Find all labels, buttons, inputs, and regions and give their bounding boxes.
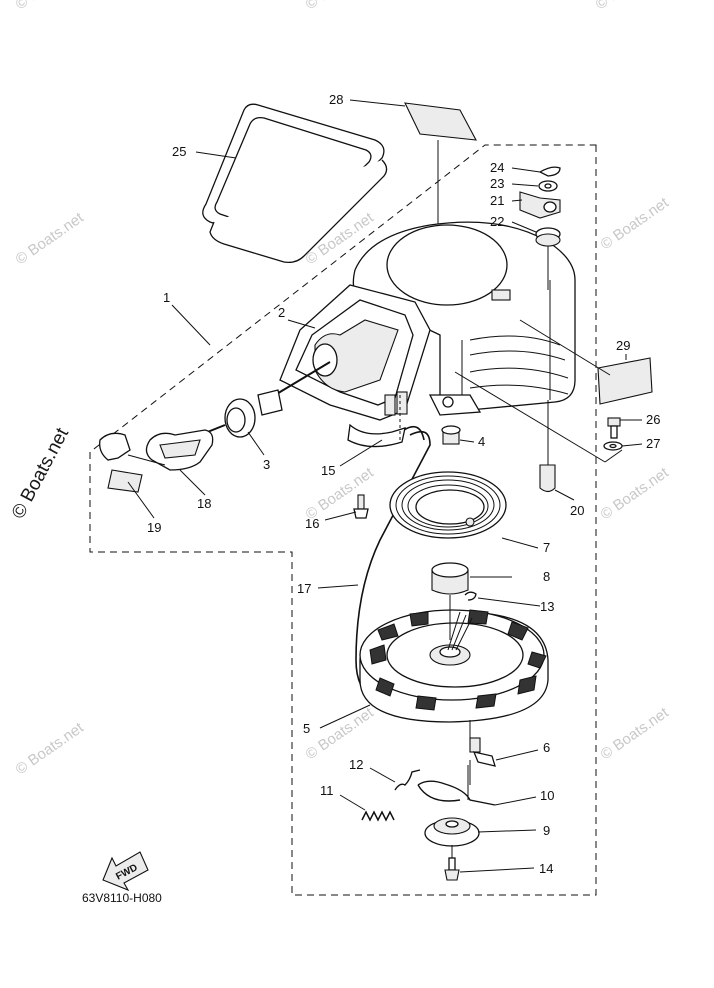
watermark: © Boats.net <box>303 0 378 13</box>
diagram-code: 63V8110-H080 <box>82 891 162 905</box>
part-2-handle-guide <box>279 284 431 421</box>
part-10-drive-spring <box>417 780 496 806</box>
assembly-boundary <box>89 144 597 896</box>
part-14-bolt <box>444 857 460 881</box>
callout-24[interactable]: 24 <box>490 160 504 175</box>
part-29-decal <box>597 357 653 405</box>
callout-13[interactable]: 13 <box>540 599 554 614</box>
watermark: © Boats.net <box>303 704 378 763</box>
part-25-seal <box>202 103 388 264</box>
watermark: © Boats.net <box>598 194 673 253</box>
part-12-pawl-spring <box>394 769 421 791</box>
part-24-cotter-pin <box>538 166 561 177</box>
watermark: © Boats.net <box>13 209 88 268</box>
callout-5[interactable]: 5 <box>303 721 310 736</box>
part-26-bolt <box>607 417 621 439</box>
starter-housing <box>352 221 576 416</box>
watermark: © Boats.net <box>593 0 668 13</box>
callout-2[interactable]: 2 <box>278 305 285 320</box>
callout-16[interactable]: 16 <box>305 516 319 531</box>
watermark: © Boats.net <box>598 464 673 523</box>
part-20-latch <box>539 400 556 493</box>
callout-29[interactable]: 29 <box>616 338 630 353</box>
part-7-spring <box>389 471 507 539</box>
callout-27[interactable]: 27 <box>646 436 660 451</box>
part-19-handle-clip <box>99 432 166 493</box>
part-18-handle <box>145 429 214 471</box>
part-16-screw <box>353 494 369 519</box>
callouts: 1 2 3 4 5 6 7 8 9 10 11 12 13 14 15 16 1… <box>147 92 660 876</box>
watermark-big: © Boats.net <box>8 424 74 522</box>
callout-17[interactable]: 17 <box>297 581 311 596</box>
callout-21[interactable]: 21 <box>490 193 504 208</box>
callout-6[interactable]: 6 <box>543 740 550 755</box>
part-3-cable-grommet <box>199 361 331 438</box>
callout-25[interactable]: 25 <box>172 144 186 159</box>
callout-26[interactable]: 26 <box>646 412 660 427</box>
watermark: © Boats.net <box>598 704 673 763</box>
callout-15[interactable]: 15 <box>321 463 335 478</box>
watermark: © Boats.net <box>13 719 88 778</box>
callout-9[interactable]: 9 <box>543 823 550 838</box>
callout-1[interactable]: 1 <box>163 290 170 305</box>
part-4-bushing <box>441 425 461 445</box>
part-23-washer <box>538 180 558 192</box>
part-21-bracket <box>519 191 561 219</box>
callout-12[interactable]: 12 <box>349 757 363 772</box>
callout-22[interactable]: 22 <box>490 214 504 229</box>
part-9-plate <box>424 817 480 847</box>
callout-11[interactable]: 11 <box>320 783 334 798</box>
callout-19[interactable]: 19 <box>147 520 161 535</box>
fwd-arrow-icon: FWD <box>102 851 149 892</box>
part-17-starter-rope <box>355 425 431 701</box>
callout-3[interactable]: 3 <box>263 457 270 472</box>
callout-23[interactable]: 23 <box>490 176 504 191</box>
part-5-pulley <box>359 609 549 723</box>
part-13-circlip <box>464 591 477 601</box>
part-8-sleeve <box>431 562 469 595</box>
callout-10[interactable]: 10 <box>540 788 554 803</box>
callout-28[interactable]: 28 <box>329 92 343 107</box>
callout-14[interactable]: 14 <box>539 861 553 876</box>
callout-18[interactable]: 18 <box>197 496 211 511</box>
callout-8[interactable]: 8 <box>543 569 550 584</box>
part-15-clamp <box>347 391 408 448</box>
part-22-spring-cap <box>535 227 561 290</box>
part-27-washer <box>603 441 623 451</box>
callout-7[interactable]: 7 <box>543 540 550 555</box>
assembly-axis <box>399 395 471 858</box>
leader-lines <box>127 99 643 873</box>
callout-20[interactable]: 20 <box>570 503 584 518</box>
callout-4[interactable]: 4 <box>478 434 485 449</box>
watermark: © Boats.net <box>13 0 88 13</box>
part-11-coil-spring <box>361 810 395 822</box>
part-6-pawl <box>469 737 496 767</box>
